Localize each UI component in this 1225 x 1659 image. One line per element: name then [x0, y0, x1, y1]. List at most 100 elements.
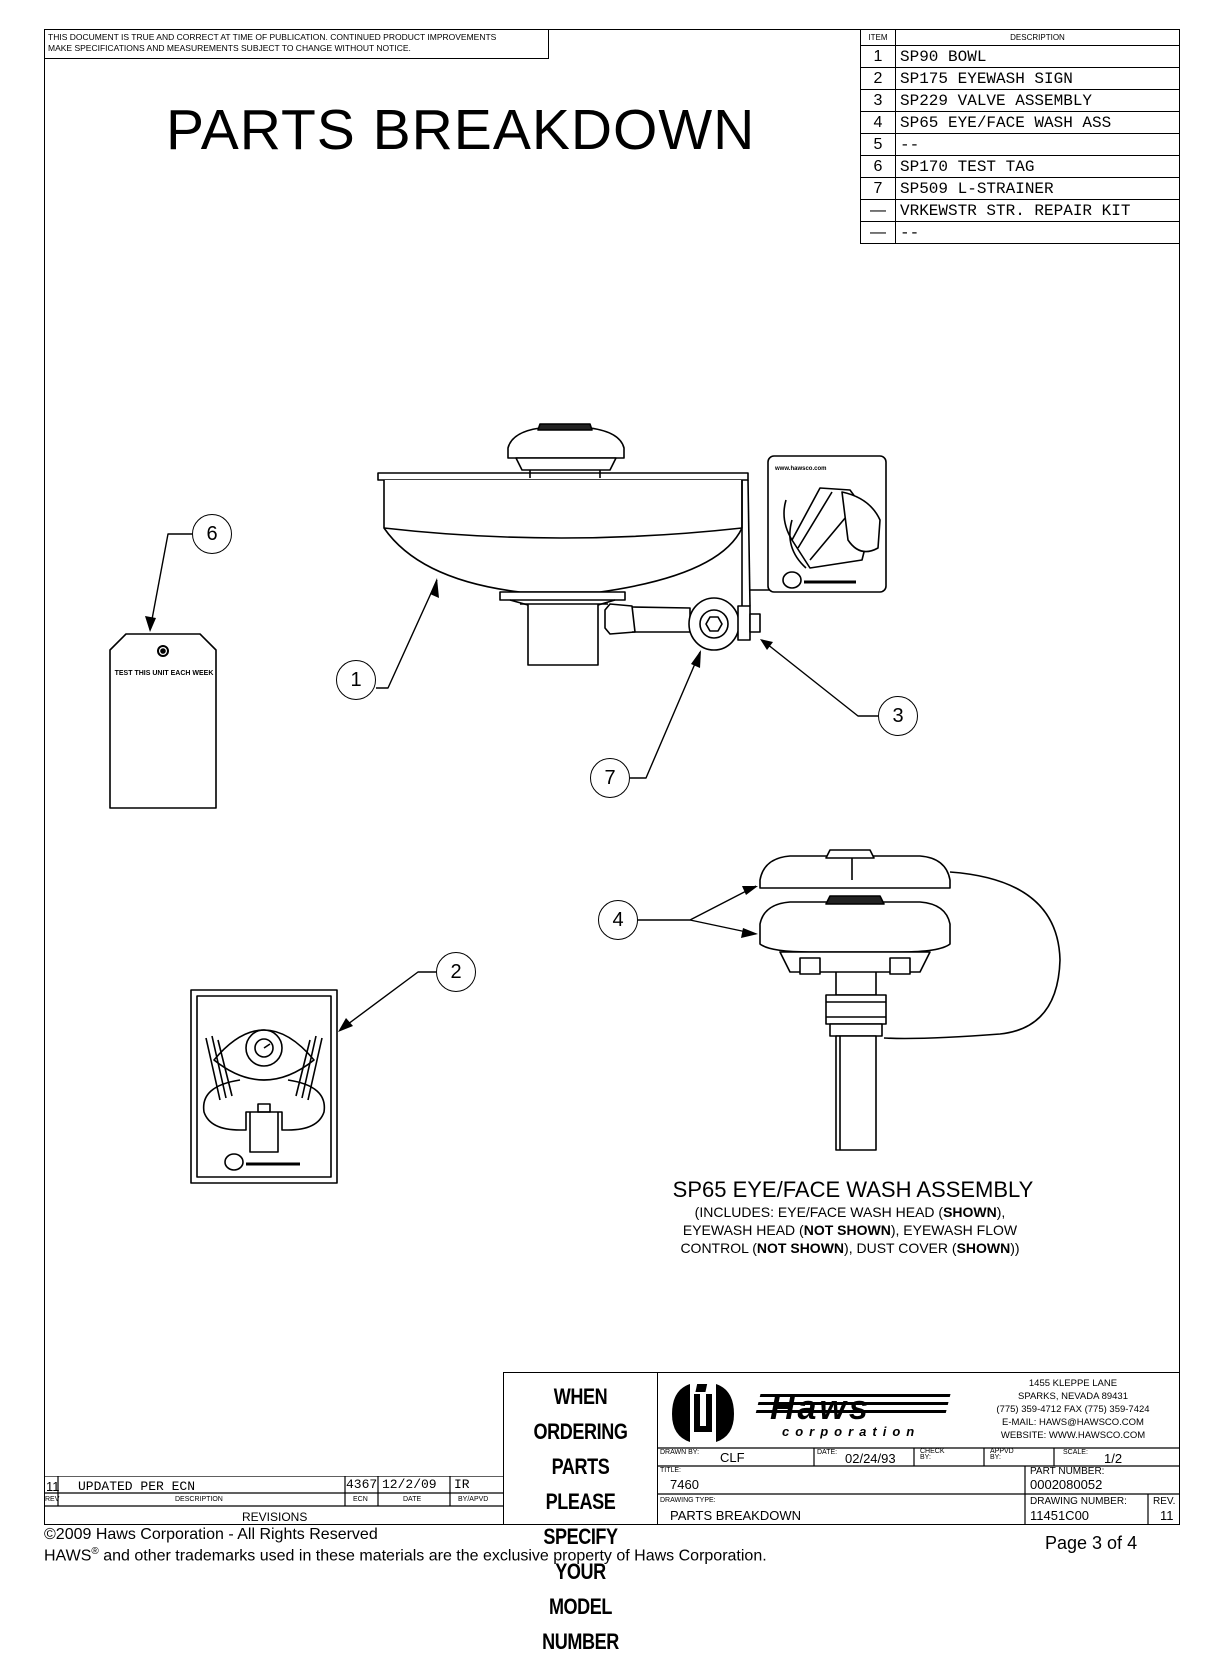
description-header: DESCRIPTION [175, 1496, 223, 1503]
registered-mark: ® [91, 1546, 99, 1557]
parts-table-row: —VRKEWSTR STR. REPAIR KIT [860, 199, 1180, 222]
part-description: SP170 TEST TAG [895, 155, 1180, 178]
company-address: 1455 KLEPPE LANE SPARKS, NEVADA 89431 (7… [980, 1377, 1166, 1442]
caption-line-2: EYEWASH HEAD (NOT SHOWN), EYEWASH FLOW [640, 1221, 1060, 1239]
date-header: DATE [403, 1496, 422, 1503]
ordering-line: MODEL NUMBER [542, 1594, 619, 1654]
drawn-by-label: DRAWN BY: [660, 1449, 700, 1456]
scale-value: 1/2 [1104, 1451, 1123, 1466]
callout-1: 1 [336, 660, 376, 700]
scale-label: SCALE: [1063, 1449, 1088, 1456]
assembly-caption-details: (INCLUDES: EYE/FACE WASH HEAD (SHOWN), E… [640, 1203, 1060, 1257]
revision-date: 12/2/09 [382, 1477, 437, 1492]
address-email: E-MAIL: HAWS@HAWSCO.COM [1002, 1417, 1144, 1428]
test-tag-text: TEST THIS UNIT EACH WEEK [114, 670, 214, 677]
revision-rev: 11 [46, 1479, 60, 1494]
page-title: PARTS BREAKDOWN [166, 98, 756, 162]
leader-lines [149, 533, 878, 1031]
revisions-grid [44, 1476, 503, 1507]
eye-face-wash-assembly-drawing [759, 849, 1061, 1151]
caption-text: (INCLUDES: EYE/FACE WASH HEAD ( [694, 1204, 944, 1220]
address-website: WEBSITE: WWW.HAWSCO.COM [1000, 1430, 1146, 1441]
approved-by-label: APPVD BY: [990, 1448, 1014, 1461]
caption-text: CONTROL ( [680, 1240, 757, 1256]
caption-text: ), EYEWASH FLOW [890, 1222, 1018, 1238]
sign-url: www.hawsco.com [775, 466, 827, 472]
callout-2: 2 [436, 952, 476, 992]
caption-bold: SHOWN [956, 1240, 1011, 1256]
caption-text: ), DUST COVER ( [844, 1240, 957, 1256]
rev-label: REV. [1153, 1496, 1176, 1507]
callout-4: 4 [598, 900, 638, 940]
revisions-title: REVISIONS [242, 1510, 308, 1524]
check-by-label: CHECK BY: [920, 1448, 945, 1461]
ecn-header: ECN [353, 1496, 368, 1503]
copyright-notice: ©2009 Haws Corporation - All Rights Rese… [44, 1526, 378, 1543]
revision-description: UPDATED PER ECN [78, 1479, 196, 1494]
title-value: 7460 [670, 1477, 699, 1492]
trademark-brand: HAWS [44, 1547, 92, 1565]
callout-6: 6 [192, 514, 232, 554]
haws-logo-icon [672, 1384, 951, 1442]
rev-value: 11 [1160, 1508, 1174, 1523]
leader-arrowheads [145, 578, 773, 1032]
assembly-caption-title: SP65 EYE/FACE WASH ASSEMBLY [672, 1177, 1034, 1202]
part-item-number: — [860, 221, 896, 244]
trademark-notice: HAWS® and other trademarks used in these… [44, 1546, 767, 1565]
drawing-number-label: DRAWING NUMBER: [1030, 1496, 1127, 1507]
trademark-text: and other trademarks used in these mater… [98, 1547, 767, 1565]
ordering-line: PARTS PLEASE [545, 1454, 616, 1514]
part-number-label: PART NUMBER: [1030, 1466, 1105, 1477]
caption-bold: NOT SHOWN [803, 1222, 891, 1238]
test-tag-drawing [109, 633, 217, 809]
parts-table-row: 5-- [860, 133, 1180, 156]
caption-text: )) [1010, 1240, 1020, 1256]
notice-line-1: THIS DOCUMENT IS TRUE AND CORRECT AT TIM… [48, 32, 497, 42]
callout-3: 3 [878, 696, 918, 736]
part-description: VRKEWSTR STR. REPAIR KIT [895, 199, 1180, 222]
address-street: 1455 KLEPPE LANE [1028, 1378, 1118, 1389]
address-city: SPARKS, NEVADA 89431 [1017, 1391, 1128, 1402]
caption-text: ), [996, 1204, 1006, 1220]
haws-logo-sub: corporation [782, 1424, 921, 1439]
ordering-note: WHEN ORDERING PARTS PLEASE SPECIFY YOUR … [503, 1372, 658, 1654]
part-item-number: — [860, 199, 896, 222]
drawing-number-value: 11451C00 [1030, 1508, 1090, 1523]
revision-ecn: 4367 [346, 1477, 378, 1492]
title-label: TITLE: [660, 1467, 682, 1474]
notice-line-2: MAKE SPECIFICATIONS AND MEASUREMENTS SUB… [48, 43, 411, 53]
haws-logo-wordmark: Haws [770, 1389, 871, 1427]
callout-7: 7 [590, 758, 630, 798]
date-value: 02/24/93 [845, 1451, 896, 1466]
by-apvd-header: BY/APVD [458, 1496, 489, 1503]
ordering-line: SPECIFY YOUR [543, 1524, 618, 1584]
date-label: DATE: [817, 1449, 838, 1456]
drawn-by-value: CLF [720, 1450, 745, 1465]
part-description: SP65 EYE/FACE WASH ASS [895, 111, 1180, 134]
rev-header: REV [45, 1496, 60, 1503]
caption-line-3: CONTROL (NOT SHOWN), DUST COVER (SHOWN)) [640, 1239, 1060, 1257]
publication-notice: THIS DOCUMENT IS TRUE AND CORRECT AT TIM… [44, 29, 549, 59]
page-number: Page 3 of 4 [1045, 1533, 1138, 1553]
wall-sign-mounted [767, 455, 887, 593]
address-phone: (775) 359-4712 FAX (775) 359-7424 [996, 1404, 1150, 1415]
caption-text: EYEWASH HEAD ( [682, 1222, 804, 1238]
drawing-type-value: PARTS BREAKDOWN [670, 1508, 801, 1523]
revision-by: IR [454, 1477, 470, 1492]
ordering-line: WHEN ORDERING [533, 1384, 628, 1444]
caption-bold: SHOWN [943, 1204, 997, 1220]
part-description: -- [895, 221, 1180, 244]
parts-illustration [109, 423, 1061, 1184]
caption-bold: NOT SHOWN [756, 1240, 845, 1256]
title-block-grid [657, 1447, 1180, 1525]
parts-table-row: —-- [860, 221, 1180, 244]
part-number-value: 0002080052 [1030, 1477, 1103, 1492]
eyewash-sign-drawing [190, 989, 338, 1184]
caption-line-1: (INCLUDES: EYE/FACE WASH HEAD (SHOWN), [640, 1203, 1060, 1221]
bowl-drawing [377, 423, 770, 666]
drawing-type-label: DRAWING TYPE: [660, 1497, 716, 1504]
